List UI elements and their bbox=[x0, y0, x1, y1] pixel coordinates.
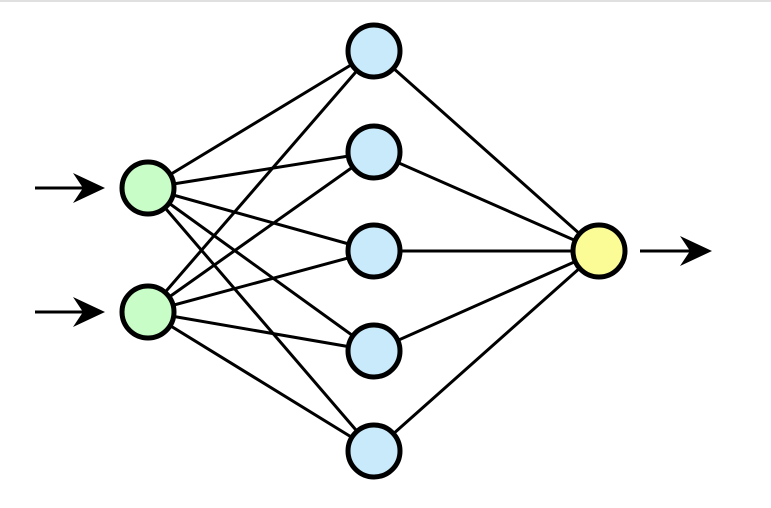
edge-in1-h1 bbox=[147, 49, 375, 190]
edge-h1-out1 bbox=[373, 49, 600, 253]
edge-in1-h3 bbox=[147, 186, 375, 253]
edge-in1-h5 bbox=[146, 187, 376, 452]
edge-h4-out1 bbox=[373, 249, 600, 353]
edge-in2-h4 bbox=[147, 310, 375, 353]
hidden-layer-node-h2 bbox=[345, 123, 403, 181]
input-arrow-2-icon bbox=[73, 297, 105, 327]
hidden-layer-node-h1 bbox=[345, 22, 403, 80]
hidden-layer-node-h5 bbox=[345, 422, 403, 480]
edge-in2-h1 bbox=[146, 50, 376, 313]
edge-in2-h3 bbox=[147, 249, 375, 314]
output-layer-node-out1 bbox=[570, 222, 628, 280]
input-layer-node-in1 bbox=[119, 159, 177, 217]
window-top-border bbox=[0, 0, 771, 2]
edge-in2-h5 bbox=[147, 310, 375, 453]
hidden-layer-node-h3 bbox=[345, 222, 403, 280]
input-layer-node-in2 bbox=[119, 283, 177, 341]
edge-in2-h2 bbox=[147, 150, 375, 314]
edge-in1-h2 bbox=[147, 150, 375, 190]
edge-in1-h4 bbox=[147, 186, 375, 353]
input-arrow-1-icon bbox=[73, 173, 105, 203]
hidden-layer-node-h4 bbox=[345, 322, 403, 380]
edge-h5-out1 bbox=[373, 249, 600, 453]
edge-h2-out1 bbox=[373, 150, 600, 253]
output-arrow-icon bbox=[680, 236, 712, 266]
